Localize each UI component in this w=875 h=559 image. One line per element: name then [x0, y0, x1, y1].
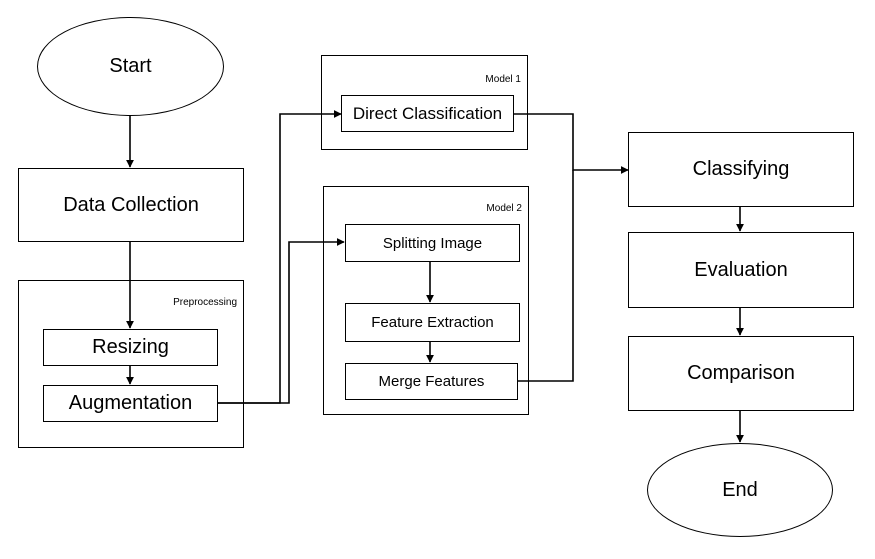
arrow-direct-classification-to-classifying — [514, 113, 629, 174]
evaluation-node: Evaluation — [628, 232, 854, 308]
resizing-node: Resizing — [43, 329, 218, 366]
preprocessing-group: Preprocessing — [18, 280, 244, 448]
classifying-node: Classifying — [628, 132, 854, 207]
model2-group: Model 2 — [323, 186, 529, 415]
direct-classification-node: Direct Classification — [341, 95, 514, 132]
augmentation-node: Augmentation — [43, 385, 218, 422]
arrow-merge-features-to-classifying — [518, 170, 574, 382]
start-node: Start — [37, 17, 224, 116]
comparison-node: Comparison — [628, 336, 854, 411]
merge-features-node: Merge Features — [345, 363, 518, 400]
splitting-image-node: Splitting Image — [345, 224, 520, 262]
feature-extraction-node: Feature Extraction — [345, 303, 520, 342]
preprocessing-group-label: Preprocessing — [173, 297, 237, 308]
model1-group: Model 1 — [321, 55, 528, 150]
end-node: End — [647, 443, 833, 537]
model2-group-label: Model 2 — [486, 203, 522, 214]
model1-group-label: Model 1 — [485, 74, 521, 85]
arrow-augmentation-to-splitting-image — [218, 238, 345, 404]
data-collection-node: Data Collection — [18, 168, 244, 242]
